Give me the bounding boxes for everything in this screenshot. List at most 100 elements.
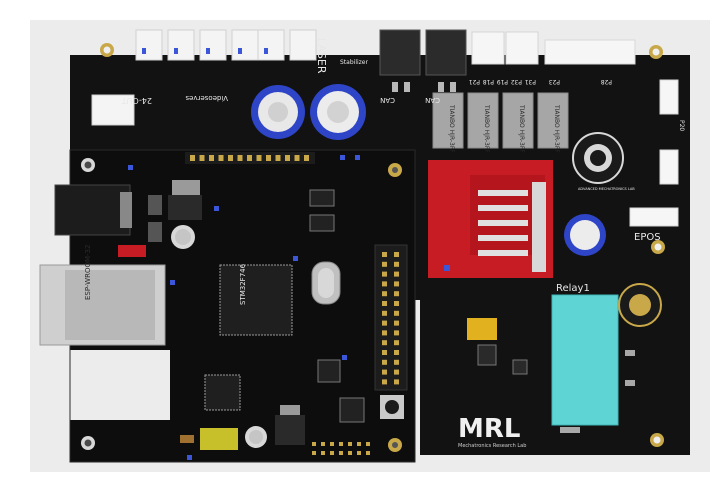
barrel-jack <box>54 184 131 236</box>
side-header-pin <box>394 291 399 297</box>
mcu-label: STM32F746 <box>239 263 247 305</box>
side-header-pin <box>394 379 399 385</box>
port-label-7: P28 <box>601 78 612 85</box>
bottom-pin <box>366 442 370 446</box>
label-relay: Relay1 <box>556 283 590 294</box>
bottom-pin <box>321 451 325 455</box>
bottom-pin <box>339 442 343 446</box>
side-header-pin <box>382 379 387 385</box>
side-header-pin <box>382 301 387 306</box>
main-mcu: STM32F746 <box>219 263 293 336</box>
cyan-power-module <box>551 294 619 426</box>
side-header-pin <box>382 359 387 365</box>
side-header-pin <box>382 369 387 375</box>
controller-components <box>118 180 404 450</box>
side-header-pin <box>394 281 399 287</box>
side-header-pin <box>382 261 387 267</box>
relay-label-3: TIANBO HJR-3FF <box>518 104 525 153</box>
lab-emblem-bottom <box>618 283 662 327</box>
label-can-2: CAN <box>425 96 440 104</box>
port-label-6: P23 <box>549 78 560 85</box>
port-label-3: P19 <box>497 78 508 85</box>
side-header-pin <box>382 281 387 287</box>
side-header-pin <box>394 310 399 316</box>
label-can: CAN <box>380 96 395 104</box>
side-header-pin <box>394 261 399 267</box>
black-connectors <box>379 29 467 92</box>
side-header-pin <box>382 350 387 355</box>
side-header-pin <box>382 291 387 297</box>
header-pin <box>247 155 252 161</box>
port-label-1: P21 <box>469 78 480 85</box>
blue-markers <box>128 155 360 460</box>
esp-module-label: ESP-WROOM-32 <box>84 245 92 300</box>
reset-button[interactable] <box>385 400 399 414</box>
bottom-pin <box>357 451 361 455</box>
header-pin <box>237 155 243 161</box>
secondary-chip <box>204 374 241 411</box>
bottom-pin <box>312 451 316 455</box>
port-label-2: P18 <box>483 78 494 85</box>
label-videoserves: Videoserves <box>185 94 228 102</box>
header-pin <box>256 155 262 161</box>
label-out: 24-OUT <box>122 96 152 105</box>
label-epos: EPOS <box>634 232 661 243</box>
side-header-pin <box>382 320 387 326</box>
bottom-pin <box>321 442 325 446</box>
side-header-pin <box>394 320 399 326</box>
side-header-pin <box>394 359 399 365</box>
large-capacitors <box>251 84 606 256</box>
bottom-pin <box>357 442 361 446</box>
header-pin <box>228 155 233 161</box>
port-label-8: P20 <box>678 120 685 131</box>
side-header-pin <box>394 252 399 257</box>
relay-label-2: TIANBO HJR-3FF <box>483 104 490 153</box>
side-header-pin <box>394 271 399 277</box>
side-header-pin <box>382 330 387 336</box>
side-header-pin <box>394 301 399 306</box>
bottom-pin <box>348 451 352 455</box>
bottom-pin <box>348 442 352 446</box>
red-driver-board <box>428 160 553 278</box>
carrier-small-parts <box>467 318 635 433</box>
header-pin <box>199 155 205 161</box>
side-header-pin <box>394 340 399 346</box>
side-header-pin <box>394 330 399 336</box>
label-laser: LASER <box>315 38 328 74</box>
relay-label-4: TIANBO HJR-3FF <box>553 104 560 153</box>
bottom-pin <box>330 442 334 446</box>
header-pin <box>275 155 281 161</box>
esp-module: ESP-WROOM-32 <box>39 245 166 346</box>
bottom-pin <box>312 442 316 446</box>
side-header-pins <box>382 252 399 385</box>
bottom-pin-row <box>312 442 370 455</box>
mrl-logo-text: MRL <box>458 414 520 444</box>
header-pin-row <box>190 155 309 161</box>
side-header-pin <box>382 340 387 346</box>
top-port-labels: P21 P18 P19 P32 P31 P23 P28 P20 <box>469 78 685 131</box>
side-header-pin <box>394 350 399 355</box>
port-label-5: P31 <box>525 78 536 85</box>
bottom-pin <box>366 451 370 455</box>
bottom-pin <box>330 451 334 455</box>
label-emblem: ADVANCED MECHATRONICS LAB <box>578 187 635 191</box>
bottom-pin <box>339 451 343 455</box>
header-pin <box>266 155 271 161</box>
mrl-logo: MRL Mechatronics Research Lab <box>458 414 526 449</box>
mrl-logo-subtitle: Mechatronics Research Lab <box>458 443 526 449</box>
header-pin <box>190 155 195 161</box>
header-pin <box>304 155 309 161</box>
side-header-pin <box>382 310 387 316</box>
port-label-4: P32 <box>511 78 522 85</box>
side-header <box>374 244 408 391</box>
header-pin <box>209 155 214 161</box>
label-stabilizer: Stabilizer <box>340 59 368 66</box>
header-pin <box>294 155 300 161</box>
relay-label-1: TIANBO HJR-3FF <box>448 104 455 153</box>
side-header-pin <box>394 369 399 375</box>
header-pin <box>285 155 290 161</box>
side-header-pin <box>382 271 387 277</box>
header-pin <box>218 155 224 161</box>
top-connectors <box>91 29 679 227</box>
